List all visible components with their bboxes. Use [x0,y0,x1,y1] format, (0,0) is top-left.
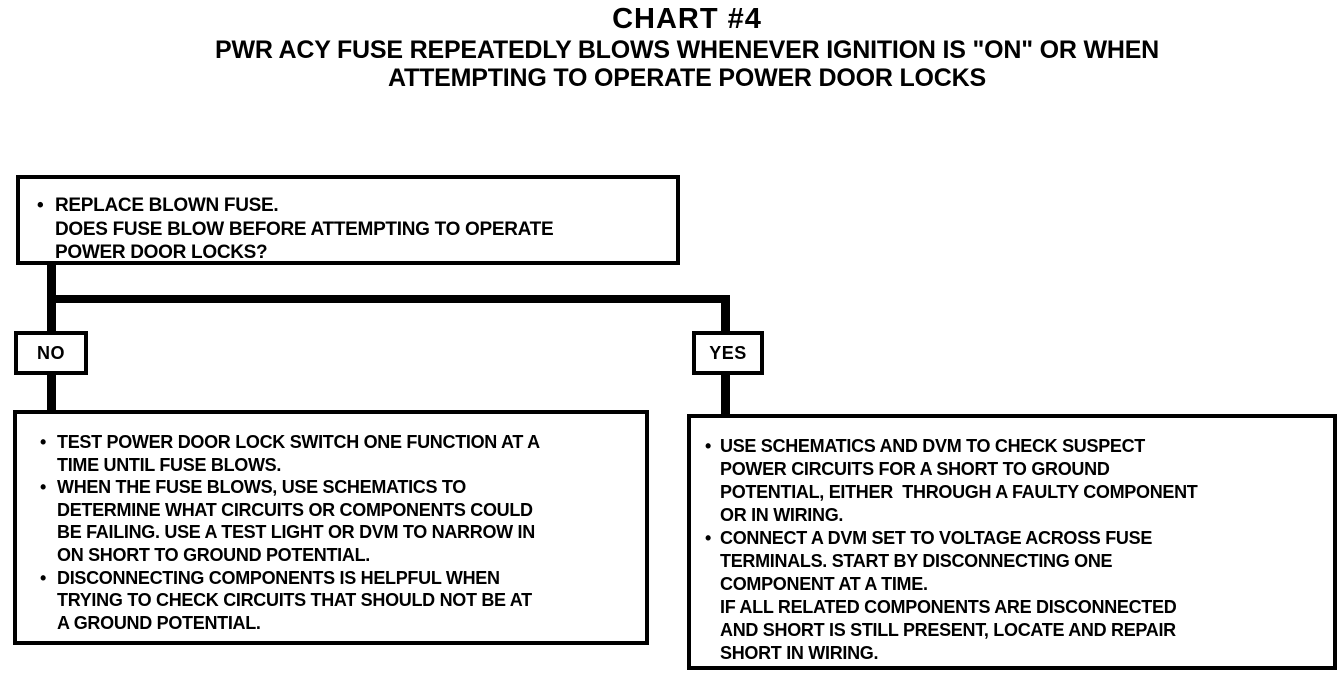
text-line: • CONNECT A DVM SET TO VOLTAGE ACROSS FUS… [705,527,1327,550]
question-box: • REPLACE BLOWN FUSE.DOES FUSE BLOW BEFOR… [16,175,680,265]
chart-subtitle-line1: PWR ACY FUSE REPEATEDLY BLOWS WHENEVER I… [214,36,1160,64]
bullet-indent-spacer [705,619,720,642]
bullet-icon: • [40,477,47,498]
text-line: TIME UNTIL FUSE BLOWS. [40,454,639,477]
text-line-content: BE FAILING. USE A TEST LIGHT OR DVM TO N… [57,522,535,543]
text-line: DETERMINE WHAT CIRCUITS OR COMPONENTS CO… [40,499,639,522]
bullet-indent-spacer [40,544,57,567]
bullet-icon: • [705,436,712,456]
yes-branch-label: YES [709,342,747,363]
text-line: SHORT IN WIRING. [705,642,1327,665]
text-line: OR IN WIRING. [705,504,1327,527]
bullet-indent-spacer [705,458,720,481]
text-line-content: SHORT IN WIRING. [720,643,879,663]
text-line-content: IF ALL RELATED COMPONENTS ARE DISCONNECT… [720,597,1177,617]
bullet-icon: • [40,567,47,588]
bullet-icon: • [705,528,712,548]
text-line: POWER CIRCUITS FOR A SHORT TO GROUND [705,458,1327,481]
bullet-indent-spacer [705,481,720,504]
text-line-content: COMPONENT AT A TIME. [720,574,928,594]
text-line-content: TEST POWER DOOR LOCK SWITCH ONE FUNCTION… [57,432,540,452]
text-line: IF ALL RELATED COMPONENTS ARE DISCONNECT… [705,596,1327,619]
text-line-content: USE SCHEMATICS AND DVM TO CHECK SUSPECT [720,436,1146,456]
yes-branch-box: YES [692,331,764,375]
bullet-indent-spacer [40,499,57,522]
text-line-content: TERMINALS. START BY DISCONNECTING ONE [720,551,1113,571]
text-line: COMPONENT AT A TIME. [705,573,1327,596]
text-line: DOES FUSE BLOW BEFORE ATTEMPTING TO OPER… [37,218,668,242]
text-line-content: DISCONNECTING COMPONENTS IS HELPFUL WHEN [57,567,500,588]
text-line-content: A GROUND POTENTIAL. [57,612,261,633]
text-line: ON SHORT TO GROUND POTENTIAL. [40,544,639,567]
bullet-indent-spacer [37,218,55,242]
text-line-content: TRYING TO CHECK CIRCUITS THAT SHOULD NOT… [57,590,532,611]
text-line: • USE SCHEMATICS AND DVM TO CHECK SUSPECT [705,435,1327,458]
text-line: POTENTIAL, EITHER THROUGH A FAULTY COMPO… [705,481,1327,504]
text-line: TERMINALS. START BY DISCONNECTING ONE [705,550,1327,573]
chart-subtitle: PWR ACY FUSE REPEATEDLY BLOWS WHENEVER I… [30,36,1344,92]
text-line-content: POWER DOOR LOCKS? [55,242,268,263]
bullet-icon: • [40,432,47,452]
connector-trunk-vertical [47,263,56,305]
bullet-indent-spacer [40,589,57,612]
page-title: CHART #4 [612,3,762,35]
text-line: TRYING TO CHECK CIRCUITS THAT SHOULD NOT… [40,589,639,612]
text-line-content: TIME UNTIL FUSE BLOWS. [57,454,282,475]
text-line: • REPLACE BLOWN FUSE. [37,194,668,218]
bullet-indent-spacer [705,550,720,573]
text-line-content: DOES FUSE BLOW BEFORE ATTEMPTING TO OPER… [55,218,554,240]
chart-subtitle-line2: ATTEMPTING TO OPERATE POWER DOOR LOCKS [388,64,986,92]
bullet-indent-spacer [705,573,720,596]
text-line: POWER DOOR LOCKS? [37,241,668,265]
text-line: • TEST POWER DOOR LOCK SWITCH ONE FUNCTIO… [40,431,639,454]
bullet-indent-spacer [40,612,57,635]
text-line-content: AND SHORT IS STILL PRESENT, LOCATE AND R… [720,620,1176,640]
bullet-indent-spacer [705,504,720,527]
no-branch-label: NO [37,342,65,363]
bullet-indent-spacer [37,241,55,265]
text-line: • WHEN THE FUSE BLOWS, USE SCHEMATICS TO [40,476,639,499]
bullet-indent-spacer [40,521,57,544]
text-line: BE FAILING. USE A TEST LIGHT OR DVM TO N… [40,521,639,544]
bullet-indent-spacer [40,454,57,477]
connector-branch-horizontal [47,295,730,303]
text-line: • DISCONNECTING COMPONENTS IS HELPFUL WHE… [40,567,639,590]
text-line-content: POWER CIRCUITS FOR A SHORT TO GROUND [720,459,1110,479]
bullet-icon: • [37,195,44,216]
text-line-content: OR IN WIRING. [720,505,844,525]
text-line-content: REPLACE BLOWN FUSE. [55,195,279,216]
text-line-content: CONNECT A DVM SET TO VOLTAGE ACROSS FUSE [720,528,1153,548]
text-line: A GROUND POTENTIAL. [40,612,639,635]
bullet-indent-spacer [705,596,720,619]
bullet-indent-spacer [705,642,720,665]
text-line-content: DETERMINE WHAT CIRCUITS OR COMPONENTS CO… [57,499,533,520]
yes-result-box: • USE SCHEMATICS AND DVM TO CHECK SUSPECT… [687,414,1337,670]
text-line: AND SHORT IS STILL PRESENT, LOCATE AND R… [705,619,1327,642]
text-line-content: POTENTIAL, EITHER THROUGH A FAULTY COMPO… [720,482,1198,502]
no-branch-box: NO [14,331,88,375]
text-line-content: ON SHORT TO GROUND POTENTIAL. [57,544,370,565]
text-line-content: WHEN THE FUSE BLOWS, USE SCHEMATICS TO [57,477,466,498]
no-result-box: • TEST POWER DOOR LOCK SWITCH ONE FUNCTIO… [13,410,649,645]
